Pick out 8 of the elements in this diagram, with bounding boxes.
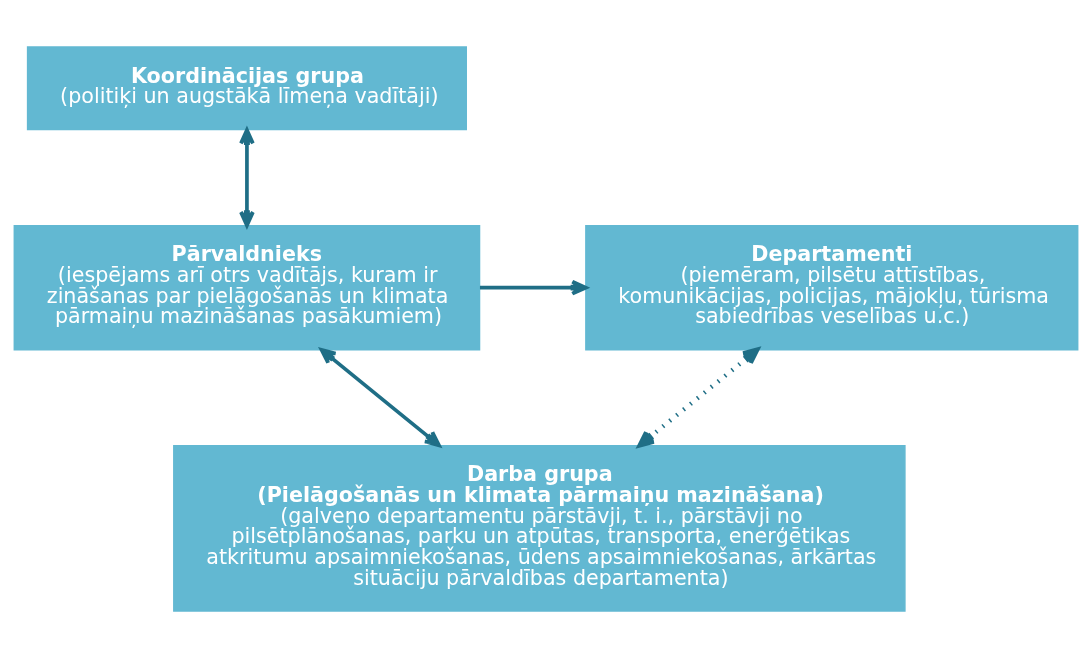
node-box: Darba grupa (Pielāgošanās un klimata pārmaiņu mazināšana) (galveno departamentu pārstāvji, t. i., pārstāvji no pilsētplānošanas, parku un atpūtas, transporta, enerģētikas atkritumu apsaimniekošanas, ūdens apsaimniekošanas, ārkārtas situāciju pārvaldības departamenta): [173, 444, 906, 612]
arrow: [479, 279, 588, 295]
node-box: Koordinācijas grupa (politiķi un augstākā līmeņa vadītāji): [26, 45, 467, 130]
arrow: [637, 347, 760, 448]
node-box: Departamenti (piemēram, pilsētu attīstības, komunikācijas, policijas, mājokļu, tūrisma sabiedrības veselības u.c.): [585, 224, 1079, 350]
arrow: [319, 347, 441, 447]
node-box: Pārvaldnieks (iespējams arī otrs vadītājs, kuram ir zināšanas par pielāgošanās un klimata pārmaiņu mazināšanas pasākumiem): [13, 224, 481, 350]
arrow: [239, 127, 255, 227]
